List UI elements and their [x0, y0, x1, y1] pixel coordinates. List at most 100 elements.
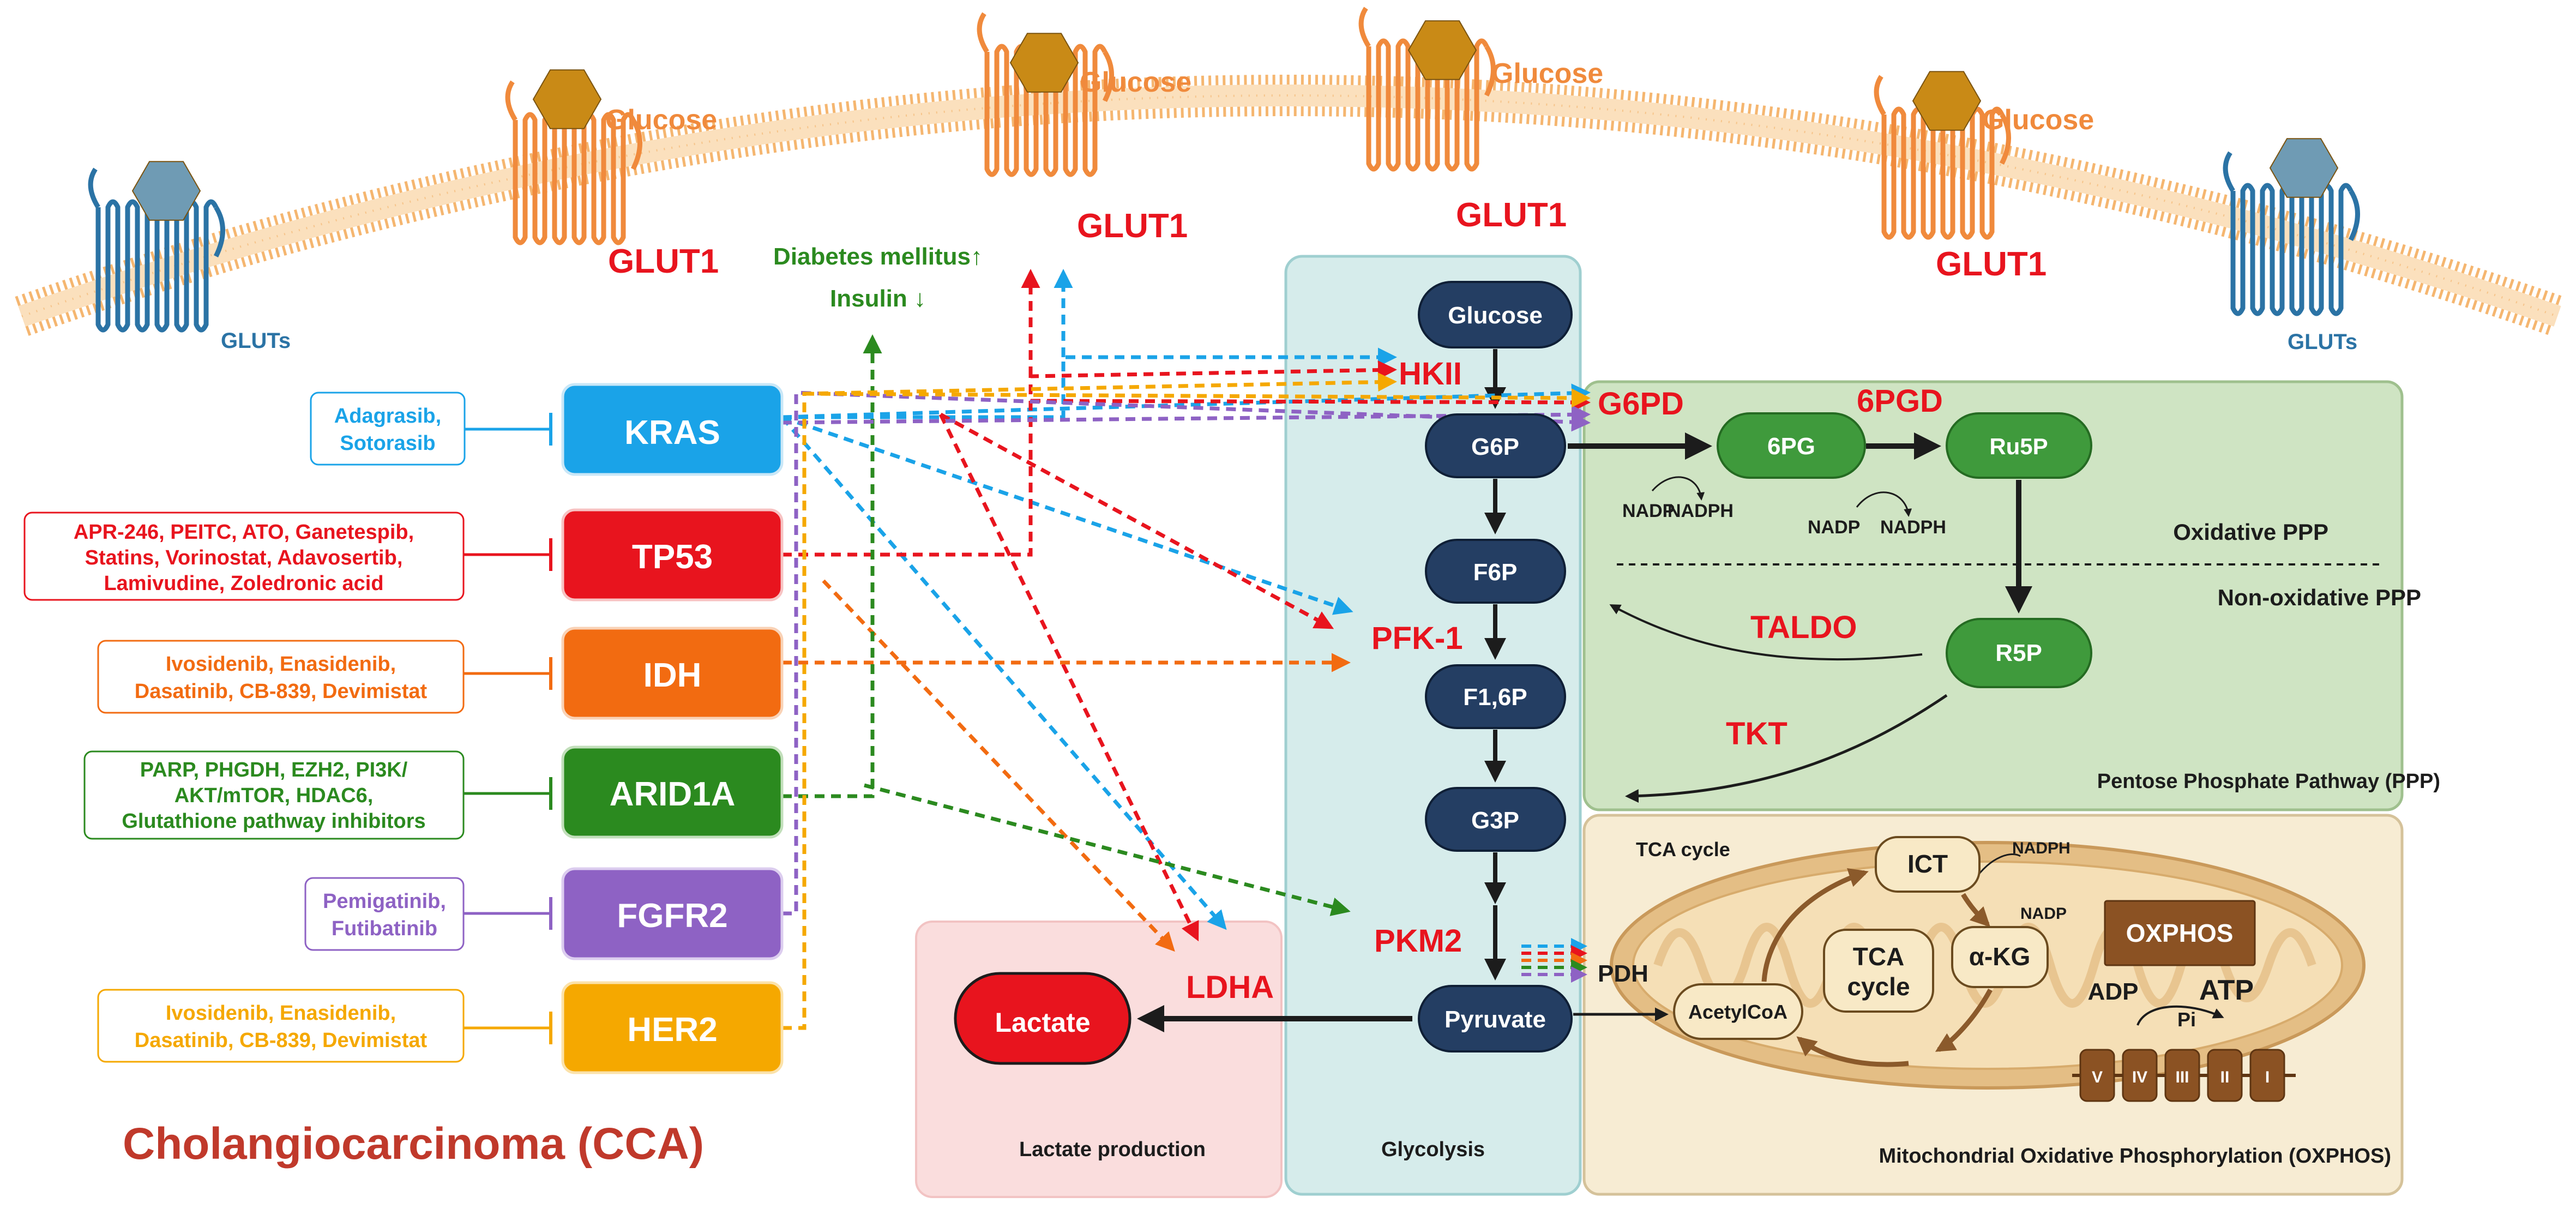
node-pyruvate: Pyruvate [1418, 985, 1573, 1052]
node-lactate-label: Lactate [995, 1007, 1090, 1038]
mito-panel-label: Mitochondrial Oxidative Phosphorylation … [1879, 1145, 2391, 1168]
node-ict: ICT [1875, 836, 1981, 893]
drug-box-kras: Adagrasib, Sotorasib [310, 392, 552, 466]
drug-idh-line-1: Ivosidenib, Enasidenib, [166, 653, 396, 676]
gene-fgfr2-label: FGFR2 [617, 897, 727, 935]
kras-to-hkii-arrow [782, 347, 1397, 419]
glut1-label: GLUT1 [1456, 196, 1567, 234]
node-ru5p: Ru5P [1946, 412, 2092, 479]
glucose-hexagon-icon [532, 69, 602, 129]
gene-idh-label: IDH [643, 657, 702, 694]
drug-kras-line-1: Adagrasib, [334, 405, 441, 428]
enzyme-taldo: TALDO [1750, 610, 1857, 645]
drug-kras-line-2: Sotorasib [340, 432, 435, 455]
tca-center-line-1: TCA [1853, 942, 1905, 971]
gene-kras-label: KRAS [624, 414, 720, 452]
non-oxidative-ppp-label: Non-oxidative PPP [2218, 585, 2421, 610]
atp-label: ATP [2199, 975, 2254, 1006]
complex-IV: IV [2122, 1049, 2158, 1102]
ppp-panel-label: Pentose Phosphate Pathway (PPP) [2097, 770, 2440, 793]
node-g6p: G6P [1425, 413, 1566, 478]
gene-her2-box: HER2 [561, 981, 784, 1074]
tp53-to-g6pd-arrow [1030, 393, 1591, 412]
gene-arid1a-box: ARID1A [561, 745, 784, 839]
gene-tp53-label: TP53 [632, 538, 713, 576]
insulin-label: Insulin ↓ [830, 285, 926, 312]
ppp-panel [1582, 380, 2404, 811]
node-tca-center: TCA cycle [1823, 929, 1934, 1013]
drug-fgfr2-line-2: Futibatinib [332, 917, 437, 940]
node-f6p: F6P [1425, 539, 1566, 604]
adp-atp-curve [2136, 1005, 2224, 1026]
drug-idh-line-2: Dasatinib, CB-839, Devimistat [135, 680, 428, 703]
node-g3p: G3P [1425, 787, 1566, 852]
pi-label: Pi [2177, 1008, 2196, 1031]
glucose-label: Glucose [1491, 58, 1603, 89]
gene-her2-label: HER2 [627, 1011, 717, 1049]
drug-box-fgfr2: Pemigatinib, Futibatinib [304, 877, 552, 951]
oxidative-ppp-label: Oxidative PPP [2173, 519, 2328, 545]
node-glucose: Glucose [1418, 281, 1573, 348]
drug-box-her2: Ivosidenib, Enasidenib, Dasatinib, CB-83… [97, 989, 552, 1063]
glucose-hexagon-icon [1912, 71, 1982, 131]
node-g3p-label: G3P [1471, 807, 1519, 834]
adp-label: ADP [2088, 978, 2139, 1005]
oxphos-label: OXPHOS [2126, 919, 2234, 947]
complex-label: II [2220, 1068, 2230, 1086]
oxphos-box: OXPHOS [2104, 900, 2256, 966]
drug-tp53-line-2: Statins, Vorinostat, Adavosertib, [85, 546, 403, 569]
tca-arrow-3 [1935, 988, 1993, 1052]
glycolysis-panel [1284, 255, 1582, 1196]
node-ru5p-label: Ru5P [1989, 434, 2048, 459]
arrow-r5p-tkt [1625, 694, 1948, 803]
node-f16p: F1,6P [1425, 664, 1566, 729]
enzyme-6pgd: 6PGD [1857, 383, 1943, 419]
gene-fgfr2-box: FGFR2 [561, 867, 784, 960]
tp53-to-pfk1-arrow [940, 412, 1334, 629]
hexagon-icon [2269, 138, 2339, 198]
nadph-curve-2 [1856, 491, 1912, 517]
drug-box-arid1a: PARP, PHGDH, EZH2, PI3K/ AKT/mTOR, HDAC6… [83, 750, 552, 840]
complex-label: V [2092, 1068, 2103, 1086]
tca-arrow-4 [1796, 1036, 1909, 1067]
arid1a-to-pkm2-arrow [864, 783, 1351, 916]
her2-to-hkii-arrow [782, 372, 1397, 1030]
enzyme-tkt: TKT [1726, 716, 1787, 751]
tca-arrow-1 [1761, 868, 1869, 982]
drug-tp53-line-3: Lamivudine, Zoledronic acid [104, 572, 383, 595]
complex-label: III [2175, 1068, 2189, 1086]
enzyme-pkm2: PKM2 [1374, 923, 1462, 959]
drug-arid1a-line-1: PARP, PHGDH, EZH2, PI3K/ [140, 759, 408, 781]
node-g6p-label: G6P [1471, 434, 1519, 460]
mito-nadph-label: NADPH [2012, 839, 2071, 857]
glut1-label: GLUT1 [608, 243, 719, 280]
drug-box-tp53: APR-246, PEITC, ATO, Ganetespib, Statins… [23, 512, 552, 601]
glucose-label: Glucose [605, 104, 717, 136]
gluts-label: GLUTs [2288, 330, 2357, 354]
hexagon-icon [131, 161, 201, 221]
node-r5p-label: R5P [1995, 640, 2042, 666]
drug-fgfr2-line-1: Pemigatinib, [323, 890, 446, 913]
nadp-label-1: NADP [1622, 501, 1675, 521]
gene-idh-box: IDH [561, 627, 784, 720]
drug-her2-line-2: Dasatinib, CB-839, Devimistat [135, 1029, 428, 1052]
glycolysis-panel-label: Glycolysis [1381, 1138, 1485, 1161]
diabetes-label: Diabetes mellitus↑ [773, 243, 983, 270]
gene-tp53-box: TP53 [561, 508, 784, 602]
node-akg-label: α-KG [1969, 942, 2031, 971]
node-r5p: R5P [1946, 618, 2092, 688]
glut1-label: GLUT1 [1936, 245, 2047, 283]
kras-to-pfk1-arrow [781, 415, 1353, 615]
glut1-label: GLUT1 [1077, 207, 1188, 245]
node-6pg: 6PG [1717, 412, 1866, 479]
tp53-to-ldha-arrow [938, 413, 1199, 942]
nadph-curve-1 [1651, 476, 1705, 501]
tca-center-line-2: cycle [1847, 972, 1910, 1001]
nadph-label-1: NADPH [1668, 501, 1734, 521]
complex-III: III [2164, 1049, 2200, 1102]
nadp-label-2: NADP [1808, 517, 1860, 538]
node-f16p-label: F1,6P [1463, 684, 1527, 711]
tca-cycle-title: TCA cycle [1636, 838, 1730, 861]
drug-tp53-line-1: APR-246, PEITC, ATO, Ganetespib, [74, 521, 414, 544]
